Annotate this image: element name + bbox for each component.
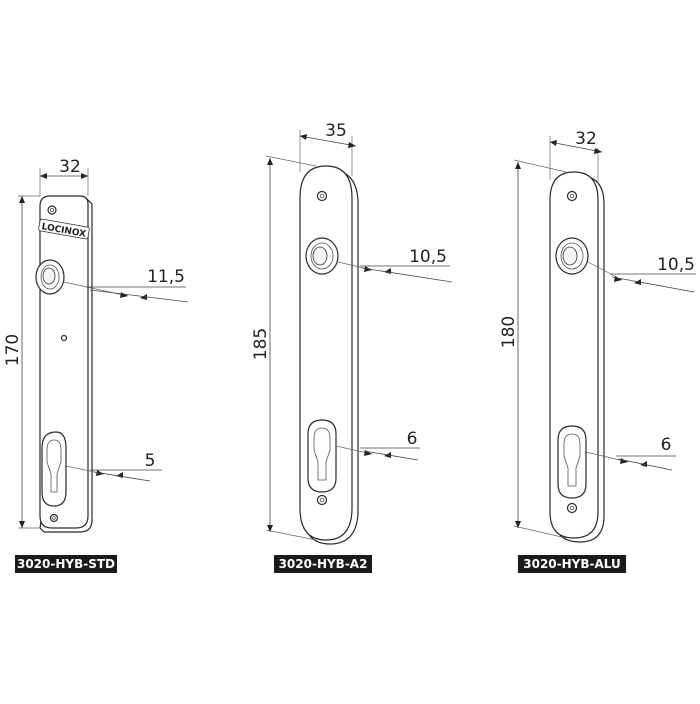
product-label-std-bg bbox=[15, 555, 117, 573]
plate-alu bbox=[549, 171, 605, 543]
width-label-a2: 35 bbox=[325, 121, 347, 141]
dimensions-alu: 32 180 10,5 6 bbox=[499, 129, 696, 539]
plate-a2 bbox=[299, 165, 359, 545]
top-offset-label-a2: 10,5 bbox=[409, 247, 447, 267]
bottom-offset-label-std: 5 bbox=[145, 451, 156, 471]
cylinder-hole-a2 bbox=[307, 419, 337, 493]
dim-width-a2 bbox=[299, 135, 357, 147]
height-label-std: 170 bbox=[3, 334, 23, 366]
product-code-std: 3020-HYB-STD bbox=[17, 557, 115, 571]
width-label-alu: 32 bbox=[575, 129, 597, 149]
bottom-offset-label-alu: 6 bbox=[661, 435, 672, 455]
bottom-offset-label-a2: 6 bbox=[407, 429, 418, 449]
product-code-a2: 3020-HYB-A2 bbox=[279, 557, 368, 571]
dimensions-a2: 35 185 10,5 6 bbox=[251, 121, 453, 541]
cylinder-hole-alu bbox=[557, 425, 587, 499]
height-label-a2: 185 bbox=[251, 328, 271, 360]
width-label-std: 32 bbox=[59, 157, 81, 177]
product-label-std: 3020-HYB-STD bbox=[15, 555, 117, 573]
product-label-alu: 3020-HYB-ALU bbox=[518, 555, 626, 573]
top-offset-label-std: 11,5 bbox=[147, 267, 185, 287]
dim-width-alu bbox=[549, 141, 603, 153]
product-label-a2: 3020-HYB-A2 bbox=[274, 555, 372, 573]
top-offset-label-alu: 10,5 bbox=[657, 255, 695, 275]
height-label-alu: 180 bbox=[499, 316, 519, 348]
product-label-alu-bg bbox=[518, 555, 626, 573]
plate-std: LOCINOX bbox=[35, 195, 93, 533]
product-label-a2-bg bbox=[274, 555, 372, 573]
dimensions-std: 32 170 11,5 5 bbox=[3, 157, 189, 529]
cylinder-hole-std bbox=[41, 431, 67, 507]
product-code-alu: 3020-HYB-ALU bbox=[523, 557, 621, 571]
